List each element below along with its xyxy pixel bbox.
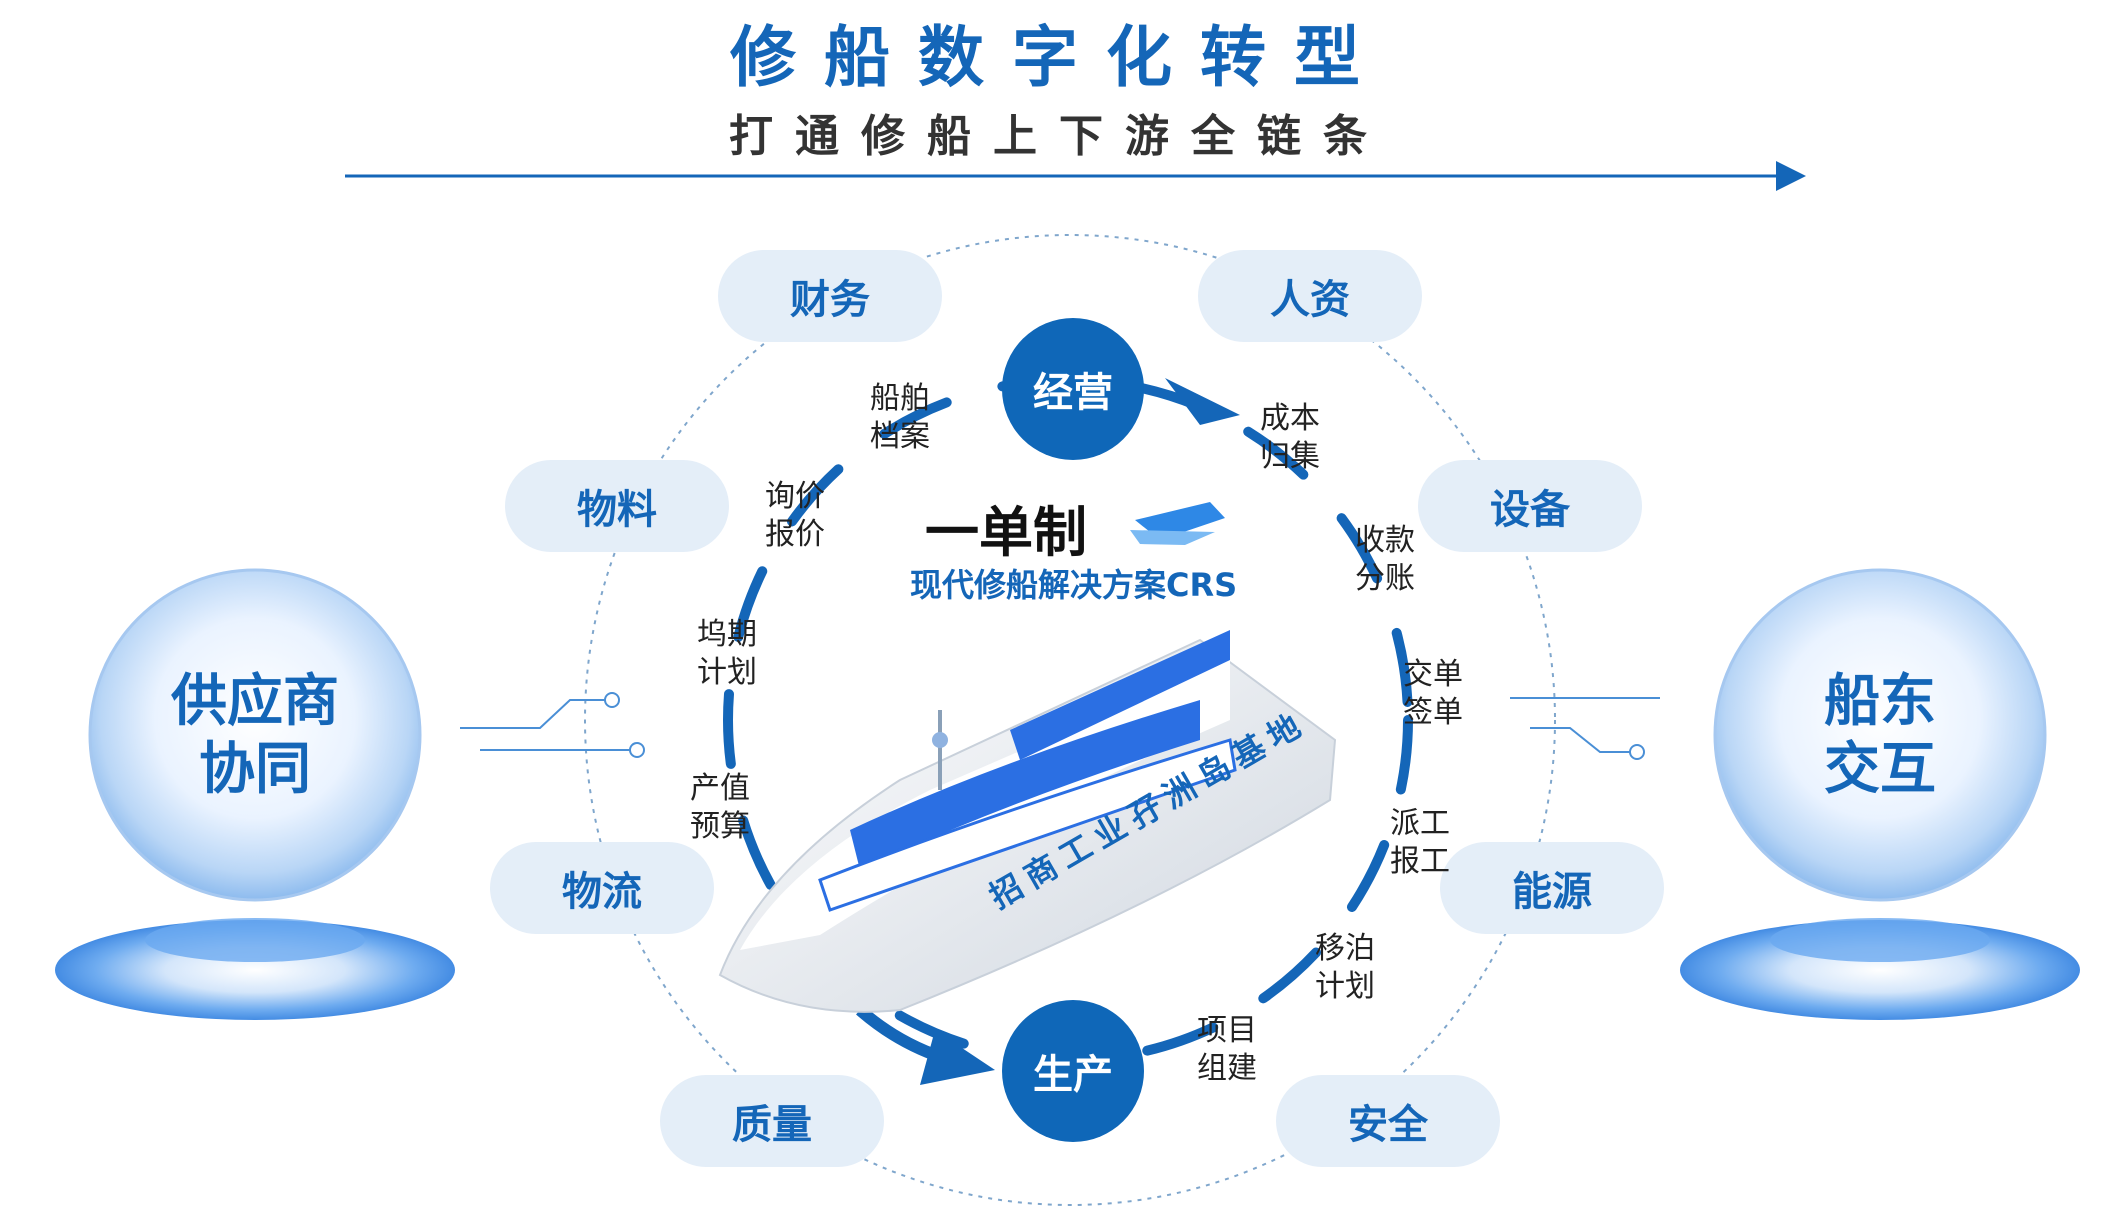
- step-dock-plan: 坞期 计划: [697, 617, 757, 690]
- outer-dashed-ring: [584, 234, 1556, 1206]
- pill-hr: 人资: [1198, 250, 1422, 342]
- step-inquiry-quote: 询价 报价: [765, 479, 825, 552]
- sphere-label-shipowner: 船东 交互: [1824, 669, 1936, 802]
- step-output-budget: 产值 预算: [690, 771, 750, 844]
- hub-production: 生产: [1002, 1000, 1144, 1142]
- pill-materials: 物料: [505, 460, 729, 552]
- step-project-setup: 项目 组建: [1197, 1013, 1257, 1086]
- page-subtitle: 打通修船上下游全链条: [729, 111, 1389, 162]
- step-berth-plan: 移泊 计划: [1315, 931, 1375, 1004]
- sphere-label-supplier: 供应商 协同: [171, 669, 339, 802]
- pill-finance: 财务: [718, 250, 942, 342]
- pill-equipment: 设备: [1418, 460, 1642, 552]
- pill-logistics: 物流: [490, 842, 714, 934]
- step-handover-sign: 交单 签单: [1403, 657, 1463, 730]
- right-sphere: [1680, 568, 2080, 1020]
- step-cost-collect: 成本 归集: [1260, 401, 1320, 474]
- pill-safety: 安全: [1276, 1075, 1500, 1167]
- ship-illustration: [718, 630, 1337, 1013]
- pill-quality: 质量: [660, 1075, 884, 1167]
- step-ship-archive: 船舶 档案: [870, 381, 930, 454]
- pill-energy: 能源: [1440, 842, 1664, 934]
- page-title: 修船数字化转型: [730, 19, 1388, 96]
- center-subtitle: 现代修船解决方案CRS: [910, 566, 1238, 604]
- center-title: 一单制: [925, 501, 1087, 564]
- arrow-to-top-hub: [1165, 378, 1240, 425]
- step-dispatch-report: 派工 报工: [1390, 806, 1450, 879]
- right-connectors: [1510, 697, 1660, 760]
- left-connectors: [460, 692, 645, 758]
- crs-logo-icon: [1130, 502, 1225, 545]
- hub-operations: 经营: [1002, 318, 1144, 460]
- left-sphere: [55, 568, 455, 1020]
- step-payment-split: 收款 分账: [1355, 523, 1415, 596]
- arrow-to-bottom-hub: [920, 1030, 995, 1085]
